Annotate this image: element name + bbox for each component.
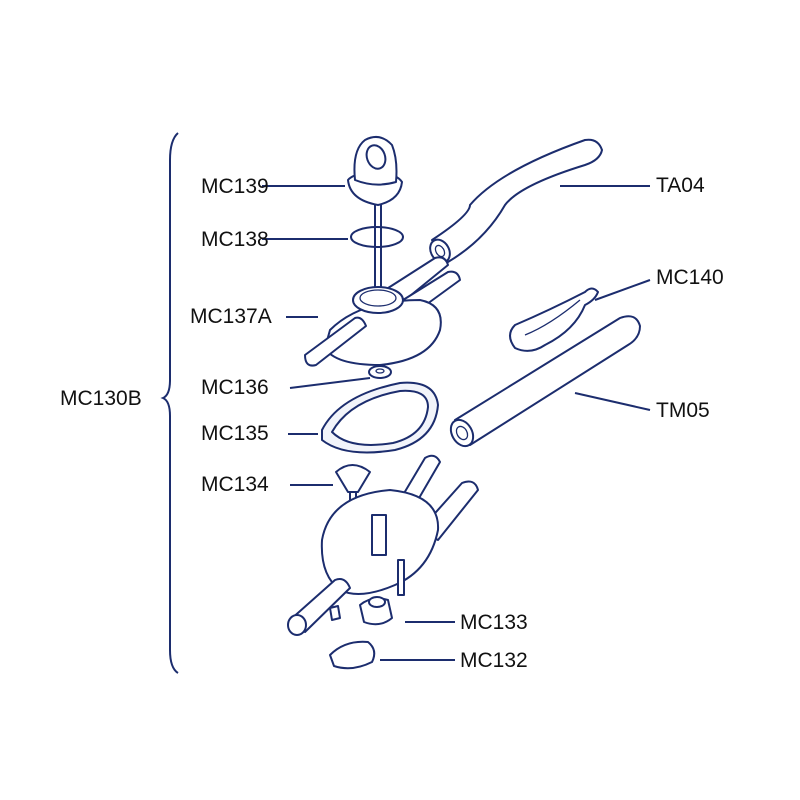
label-mc139: MC139 xyxy=(201,175,269,198)
label-mc140: MC140 xyxy=(656,266,724,289)
leader-lines xyxy=(262,185,651,661)
part-mc139-eyebolt xyxy=(347,135,403,301)
assembly-brace xyxy=(160,132,179,674)
part-mc135-gasket xyxy=(321,381,439,454)
label-mc136: MC136 xyxy=(201,376,269,399)
label-ta04: TA04 xyxy=(656,174,705,197)
part-tm05-tube xyxy=(449,315,641,448)
label-mc137a: MC137A xyxy=(190,305,272,328)
label-mc138: MC138 xyxy=(201,228,269,251)
label-mc133: MC133 xyxy=(460,611,528,634)
label-mc130b: MC130B xyxy=(60,387,142,410)
part-mc136-washer xyxy=(368,365,392,379)
part-mc140-clip xyxy=(509,287,599,352)
label-mc135: MC135 xyxy=(201,422,269,445)
label-tm05: TM05 xyxy=(656,399,710,422)
label-mc132: MC132 xyxy=(460,649,528,672)
part-bottom-body xyxy=(287,454,479,636)
part-mc133-nut xyxy=(359,596,393,626)
part-ta04-tube xyxy=(429,138,603,264)
part-mc138-oring xyxy=(350,226,404,248)
label-mc134: MC134 xyxy=(201,473,269,496)
part-mc132-cap xyxy=(329,640,376,670)
part-mc137a-cover xyxy=(304,256,461,367)
